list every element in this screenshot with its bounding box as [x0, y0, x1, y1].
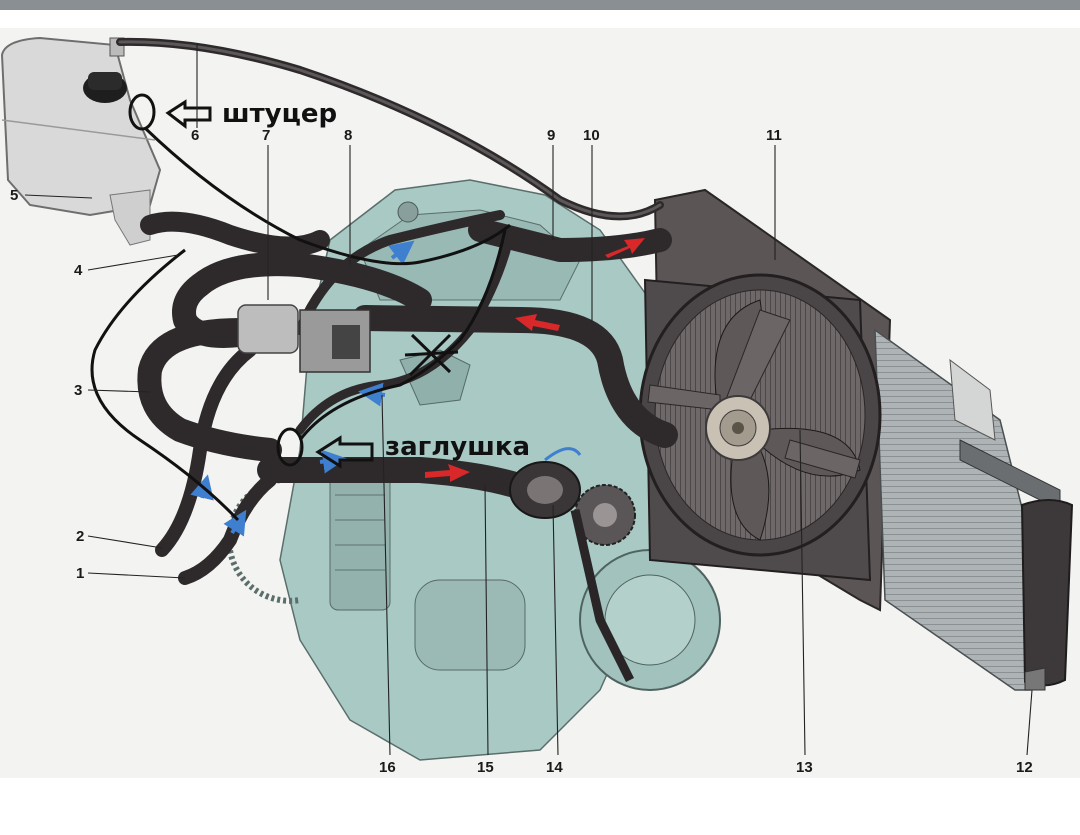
- fitting-circle: [128, 93, 156, 131]
- plug-label: заглушка: [385, 432, 530, 462]
- top-strip: [0, 0, 1080, 10]
- hand-annotations: [90, 93, 511, 522]
- callout-13: 13: [796, 759, 813, 776]
- callout-10: 10: [583, 127, 600, 144]
- callout-numbers: 1 2 3 4 5 6 7 8 9 10 11 12 13 14 15 16: [10, 127, 1033, 776]
- callout-1: 1: [76, 565, 84, 582]
- callout-5: 5: [10, 187, 18, 204]
- callout-12: 12: [1016, 759, 1033, 776]
- callout-9: 9: [547, 127, 555, 144]
- water-pump: [509, 447, 636, 683]
- callout-11: 11: [766, 127, 782, 144]
- cross-mark: [404, 333, 459, 377]
- callout-15: 15: [477, 759, 494, 776]
- thermostat: [237, 304, 371, 373]
- hoses: [116, 37, 678, 585]
- callout-14: 14: [546, 759, 563, 776]
- plug-circle: [276, 427, 304, 467]
- callout-3: 3: [74, 382, 82, 399]
- leader-lines: [24, 44, 1033, 756]
- fitting-label: штуцер: [222, 99, 337, 129]
- callout-6: 6: [191, 127, 199, 144]
- bypass-sketch-line: [143, 126, 511, 441]
- fitting-arrow: [165, 99, 212, 130]
- cooling-fan: [638, 273, 882, 582]
- callout-4: 4: [74, 262, 83, 279]
- callout-8: 8: [344, 127, 352, 144]
- return-sketch-line: [90, 248, 240, 522]
- callout-2: 2: [76, 528, 84, 545]
- expansion-tank: [0, 36, 162, 246]
- callout-7: 7: [262, 127, 270, 144]
- callout-16: 16: [379, 759, 396, 776]
- plug-arrow: [315, 435, 374, 469]
